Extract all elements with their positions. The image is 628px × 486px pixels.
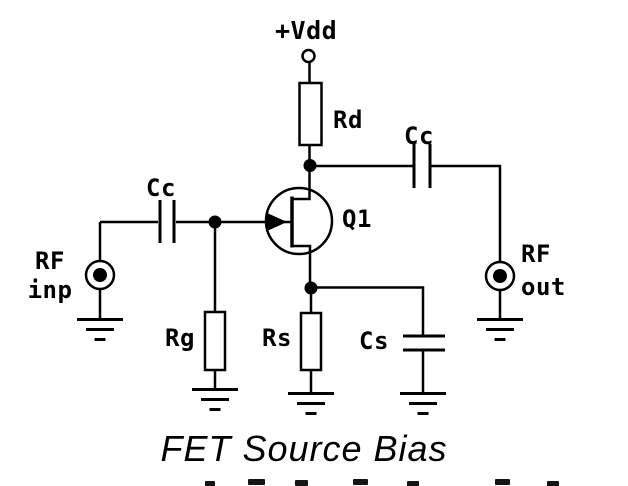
label-rd: Rd <box>333 106 363 134</box>
wire-port-stems <box>98 289 502 319</box>
label-rf-output: RF out <box>521 238 566 304</box>
label-vdd: +Vdd <box>275 16 338 45</box>
wires <box>98 56 502 392</box>
rf-input-connector-icon <box>84 259 116 291</box>
capacitor-cc-input <box>158 200 176 243</box>
ground-icon-rf-output <box>477 318 523 341</box>
cutoff-text-fragment <box>547 481 559 486</box>
label-rf-output-line2: out <box>521 273 566 301</box>
vdd-terminal-icon <box>301 48 316 64</box>
label-cc-output: Cc <box>404 122 434 150</box>
cutoff-text-fragment <box>407 481 419 486</box>
label-q1: Q1 <box>342 205 372 233</box>
wire-cs-branch <box>311 286 425 392</box>
gate-arrow-icon <box>266 212 287 232</box>
label-rf-input-line2: inp <box>27 276 73 304</box>
cutoff-text-fragment <box>248 479 265 485</box>
cutoff-text-fragment <box>295 480 308 486</box>
junction-dot-gate <box>208 215 222 229</box>
junction-dot-source <box>304 281 318 295</box>
rf-output-center-dot <box>493 269 507 283</box>
junction-dot-drain <box>303 159 317 172</box>
resistor-rs <box>299 311 323 372</box>
label-rf-output-line1: RF <box>521 240 551 268</box>
rf-input-center-dot <box>93 268 107 282</box>
jfet-q1-symbol <box>264 186 334 289</box>
label-rg: Rg <box>165 324 195 352</box>
cutoff-text-fragment <box>495 479 510 485</box>
diagram-caption: FET Source Bias <box>160 428 448 469</box>
capacitor-cs <box>403 334 445 352</box>
label-cs: Cs <box>359 327 389 355</box>
ground-icon-rs <box>288 392 334 415</box>
resistor-rd <box>298 81 323 147</box>
label-cc-input: Cc <box>146 174 176 202</box>
label-rs: Rs <box>262 324 292 352</box>
ground-icon-rf-input <box>77 318 123 341</box>
drain-lead <box>292 189 311 201</box>
capacitor-cc-output <box>412 144 432 188</box>
rf-output-connector-icon <box>484 260 516 292</box>
source-lead <box>292 244 312 289</box>
ground-icon-rg <box>192 388 238 411</box>
wire-output-row <box>311 164 502 262</box>
ground-icon-cs <box>400 392 446 415</box>
resistor-rg <box>203 310 227 372</box>
cutoff-text-fragment <box>353 479 368 485</box>
label-rf-input-line1: RF <box>35 247 65 275</box>
cutoff-text-fragment <box>205 481 215 486</box>
